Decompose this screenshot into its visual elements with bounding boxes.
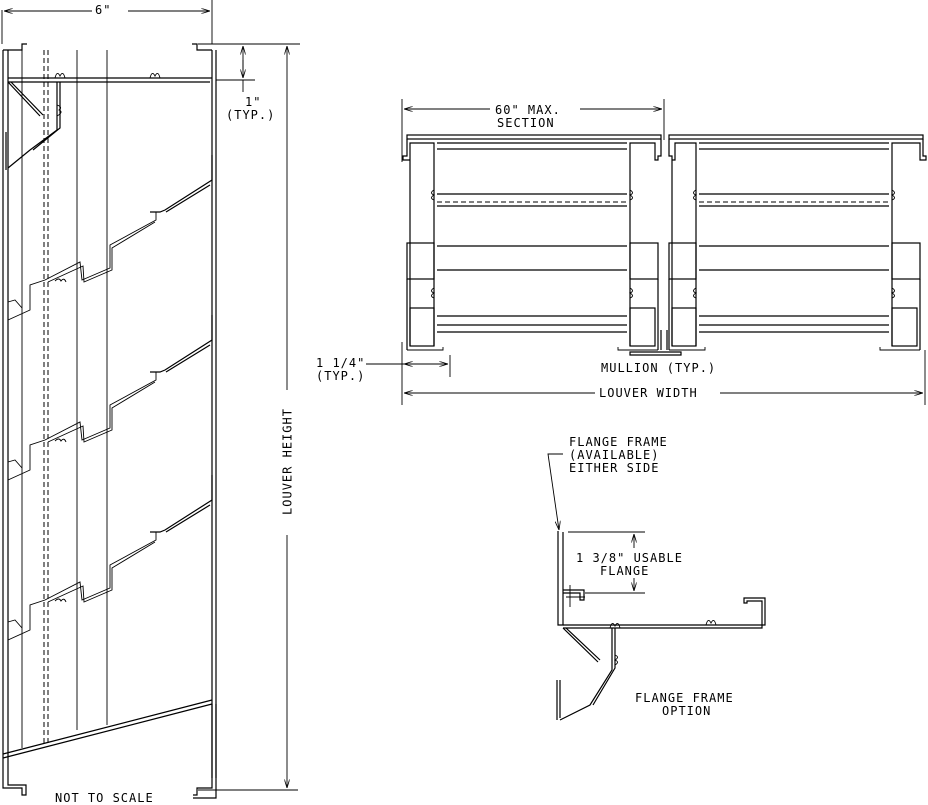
flange-option-title-2: OPTION — [662, 704, 712, 718]
blade-1 — [7, 155, 213, 330]
section-dimension-label: 60" MAX. — [495, 103, 561, 117]
flange-option-title: FLANGE FRAME — [635, 691, 734, 705]
not-to-scale-note: NOT TO SCALE — [55, 791, 154, 805]
panel-left — [402, 134, 662, 351]
louver-width-label: LOUVER WIDTH — [599, 386, 698, 400]
flange-callout-1: FLANGE FRAME — [569, 435, 668, 449]
side-section — [1, 0, 300, 799]
blade-2 — [7, 315, 213, 490]
depth-dimension-label: 6" — [95, 3, 112, 17]
louver-height-label: LOUVER HEIGHT — [280, 407, 295, 516]
blade-3 — [7, 475, 213, 650]
usable-flange-label: 1 3/8" USABLE — [576, 551, 683, 565]
flange-detail — [547, 453, 766, 721]
usable-flange-label-2: FLANGE — [600, 564, 650, 578]
panel-right — [668, 134, 927, 351]
plan-section — [366, 99, 927, 405]
frame-dimension-note: (TYP.) — [316, 369, 366, 383]
flange-callout-3: EITHER SIDE — [569, 461, 660, 475]
flange-callout-2: (AVAILABLE) — [569, 448, 660, 462]
frame-dimension-label: 1 1/4" — [316, 356, 366, 370]
blade-spacing-label: 1" — [245, 95, 262, 109]
mullion-label: MULLION (TYP.) — [601, 361, 717, 375]
blade-spacing-note: (TYP.) — [226, 108, 276, 122]
section-dimension-label-2: SECTION — [497, 116, 555, 130]
